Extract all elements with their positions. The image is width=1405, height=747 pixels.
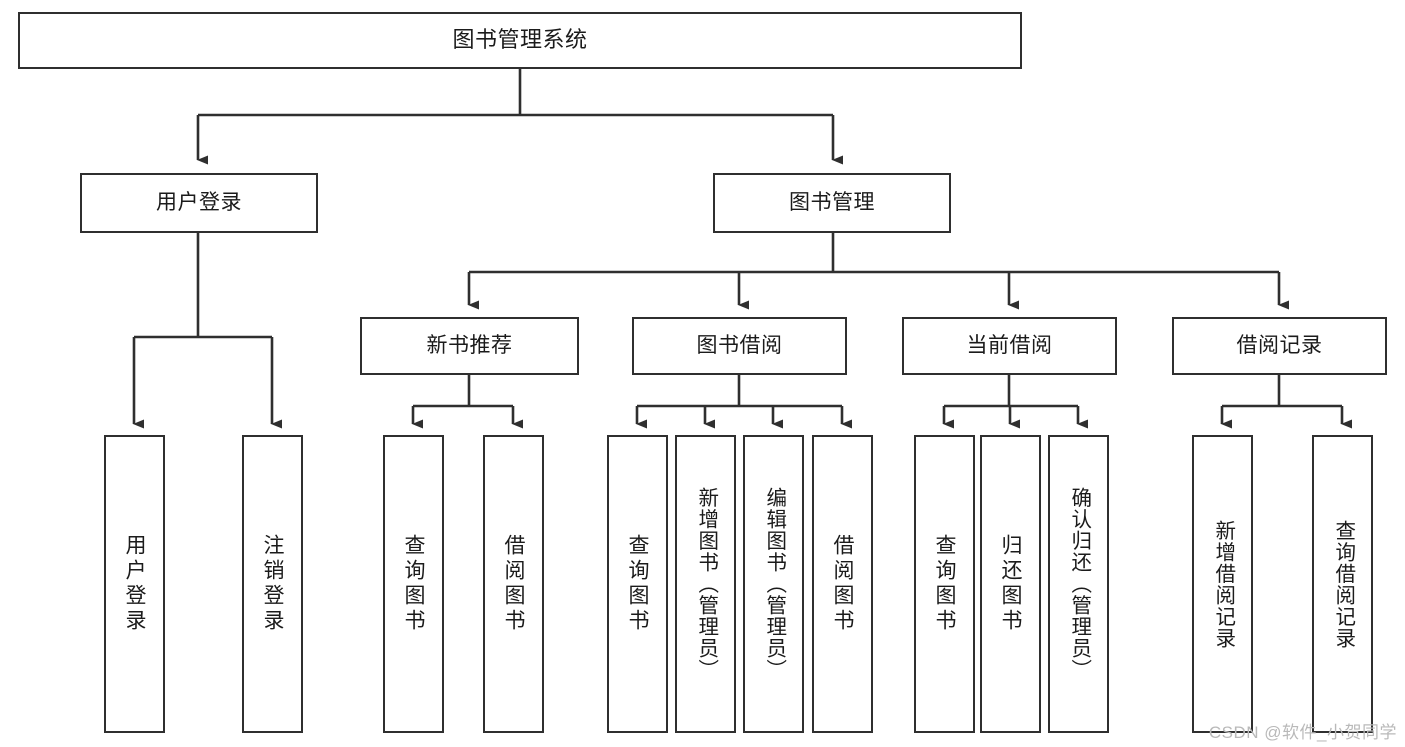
- node-label: 新增借阅记录: [1211, 519, 1235, 649]
- leaf-return-book[interactable]: 归还图书: [980, 435, 1041, 733]
- node-borrow-record[interactable]: 借阅记录: [1172, 317, 1387, 375]
- node-label: 查询借阅记录: [1331, 519, 1355, 649]
- node-user-login[interactable]: 用户登录: [80, 173, 318, 233]
- leaf-query-book-current[interactable]: 查询图书: [914, 435, 975, 733]
- node-book-borrow[interactable]: 图书借阅: [632, 317, 847, 375]
- node-label: 编辑图书（管理员）: [762, 487, 786, 681]
- node-label: 查询图书: [402, 534, 425, 634]
- node-label: 用户登录: [123, 534, 146, 634]
- node-label: 借阅记录: [1236, 334, 1323, 358]
- node-current-borrow[interactable]: 当前借阅: [902, 317, 1117, 375]
- node-label: 归还图书: [999, 534, 1022, 634]
- node-label: 图书借阅: [696, 334, 783, 358]
- leaf-borrow-book-recommend[interactable]: 借阅图书: [483, 435, 544, 733]
- leaf-add-book-admin[interactable]: 新增图书（管理员）: [675, 435, 736, 733]
- node-label: 新增图书（管理员）: [694, 487, 718, 681]
- leaf-confirm-return-admin[interactable]: 确认归还（管理员）: [1048, 435, 1109, 733]
- leaf-user-login[interactable]: 用户登录: [104, 435, 165, 733]
- leaf-query-borrow-record[interactable]: 查询借阅记录: [1312, 435, 1373, 733]
- node-label: 图书管理: [789, 191, 875, 215]
- watermark-text: CSDN @软件_小贺同学: [1208, 723, 1397, 742]
- node-new-book-recommend[interactable]: 新书推荐: [360, 317, 579, 375]
- node-label: 注销登录: [261, 534, 284, 634]
- leaf-add-borrow-record[interactable]: 新增借阅记录: [1192, 435, 1253, 733]
- node-root-system[interactable]: 图书管理系统: [18, 12, 1022, 69]
- node-label: 查询图书: [626, 534, 649, 634]
- node-label: 借阅图书: [502, 534, 525, 634]
- node-label: 新书推荐: [426, 334, 513, 358]
- leaf-query-book-borrow[interactable]: 查询图书: [607, 435, 668, 733]
- node-label: 查询图书: [933, 534, 956, 634]
- leaf-edit-book-admin[interactable]: 编辑图书（管理员）: [743, 435, 804, 733]
- leaf-borrow-book[interactable]: 借阅图书: [812, 435, 873, 733]
- node-book-management[interactable]: 图书管理: [713, 173, 951, 233]
- node-label: 借阅图书: [831, 534, 854, 634]
- node-label: 确认归还（管理员）: [1067, 487, 1091, 681]
- leaf-logout[interactable]: 注销登录: [242, 435, 303, 733]
- node-label: 用户登录: [156, 191, 242, 215]
- node-label: 图书管理系统: [452, 27, 588, 53]
- node-label: 当前借阅: [966, 334, 1053, 358]
- leaf-query-book-recommend[interactable]: 查询图书: [383, 435, 444, 733]
